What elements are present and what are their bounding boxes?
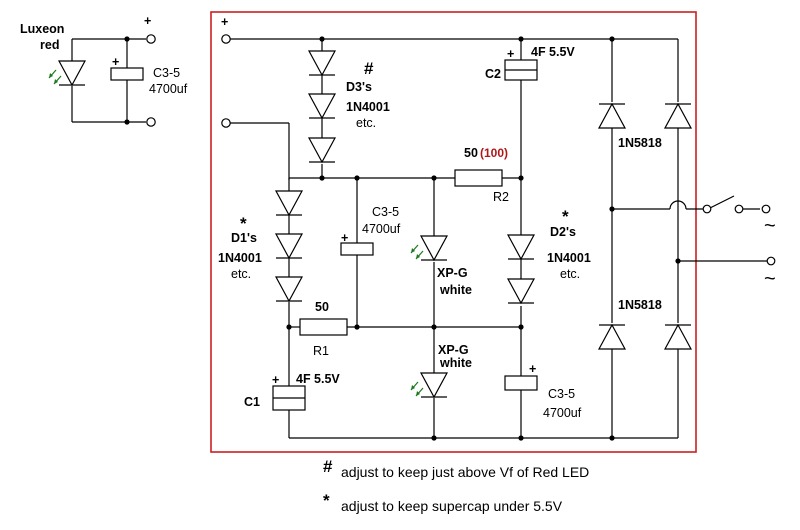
ac-input-top-label: ~	[764, 215, 776, 237]
capacitor-left-name: C3-5	[153, 66, 180, 80]
diode-1n5818-bottom-right	[664, 324, 692, 350]
note-1-text: adjust to keep just above Vf of Red LED	[341, 464, 589, 480]
note-1-mark: #	[323, 457, 333, 476]
capacitor-bottom-name: C3-5	[548, 387, 575, 401]
resistor-r1	[299, 318, 348, 336]
svg-text:+: +	[341, 231, 348, 245]
d3-part: 1N4001	[346, 100, 390, 114]
d1-etc: etc.	[231, 267, 251, 281]
diode-chain-d2	[507, 234, 535, 304]
diode-1n5818-bottom-left	[598, 324, 626, 350]
resistor-r2	[454, 169, 503, 187]
capacitors	[272, 59, 538, 411]
diode-d2-2	[507, 278, 535, 304]
diode-d3-1	[308, 50, 336, 76]
switch-lever	[709, 195, 735, 209]
r2-alt-value: (100)	[480, 146, 508, 160]
capacitor-mid-value: 4700uf	[362, 222, 401, 236]
circuit-frame	[210, 11, 697, 453]
footnotes: # adjust to keep just above Vf of Red LE…	[323, 457, 589, 514]
diode-1n5818-top-left	[598, 103, 626, 129]
led-top-color: white	[439, 283, 472, 297]
luxeon-label-line1: Luxeon	[20, 22, 64, 36]
r1-value: 50	[315, 300, 329, 314]
diode-chain-d1	[275, 190, 303, 302]
d1-mark: *	[240, 214, 247, 233]
svg-text:+: +	[272, 373, 279, 387]
led-top-name: XP-G	[437, 266, 468, 280]
terminal-left-top	[146, 34, 156, 44]
d3-name: D3's	[346, 80, 372, 94]
capacitor-left	[110, 67, 144, 81]
diode-d3-2	[308, 93, 336, 119]
switch-terminal-left	[702, 204, 712, 214]
d1-part: 1N4001	[218, 251, 262, 265]
d1-name: D1's	[231, 231, 257, 245]
note-2-text: adjust to keep supercap under 5.5V	[341, 498, 563, 514]
led-xpg-top	[410, 235, 448, 261]
diode-d1-1	[275, 190, 303, 216]
d2-part: 1N4001	[547, 251, 591, 265]
led-bottom-color: white	[439, 356, 472, 370]
labels: Luxeon red + + C3-5 4700uf + # D3's 1N40…	[20, 14, 776, 420]
luxeon-red-led	[48, 60, 86, 86]
note-2-mark: *	[323, 491, 330, 510]
diode-d3-3	[308, 137, 336, 163]
svg-text:+: +	[112, 55, 119, 69]
c1-name: C1	[244, 395, 260, 409]
ac-input-bottom-label: ~	[764, 268, 776, 290]
d2-name: D2's	[550, 225, 576, 239]
diode-d2-1	[507, 234, 535, 260]
d2-etc: etc.	[560, 267, 580, 281]
r2-name: R2	[493, 190, 509, 204]
capacitor-mid-name: C3-5	[372, 205, 399, 219]
r1-name: R1	[313, 344, 329, 358]
junction-dots	[286, 36, 681, 441]
capacitor-mid	[340, 242, 374, 256]
wiring	[230, 38, 768, 439]
capacitor-bottom-value: 4700uf	[543, 406, 582, 420]
r2-value: 50	[464, 146, 478, 160]
plus-sign-frame: +	[221, 15, 228, 29]
bridge-diode-bottom-label: 1N5818	[618, 298, 662, 312]
capacitor-bottom	[504, 375, 538, 391]
svg-text:+: +	[529, 362, 536, 376]
plus-sign-left: +	[144, 14, 151, 28]
led-bottom-name: XP-G	[438, 343, 469, 357]
luxeon-label-line2: red	[40, 38, 59, 52]
ac-terminal-bottom	[766, 256, 776, 266]
bridge-diode-top-label: 1N5818	[618, 136, 662, 150]
terminal-main-top	[221, 34, 231, 44]
c1-value: 4F 5.5V	[296, 372, 340, 386]
c2-value: 4F 5.5V	[531, 45, 575, 59]
diode-d1-3	[275, 276, 303, 302]
capacitor-left-value: 4700uf	[149, 82, 188, 96]
d2-mark: *	[562, 207, 569, 226]
diode-d1-2	[275, 233, 303, 259]
diode-1n5818-top-right	[664, 103, 692, 129]
d3-etc: etc.	[356, 116, 376, 130]
luxeon-section	[48, 34, 156, 127]
led-xpg-bottom	[410, 372, 448, 398]
d3-mark: #	[364, 59, 374, 78]
svg-text:+: +	[507, 47, 514, 61]
ac-terminal-top	[761, 204, 771, 214]
terminal-left-bottom	[146, 117, 156, 127]
c2-name: C2	[485, 67, 501, 81]
terminal-main-second	[221, 118, 231, 128]
diode-chain-d3	[308, 50, 336, 163]
switch-terminal-right	[734, 204, 744, 214]
